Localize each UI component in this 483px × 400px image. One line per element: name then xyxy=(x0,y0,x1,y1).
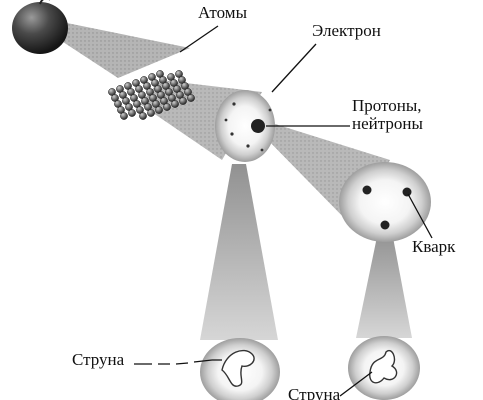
label-nucleons: Протоны, нейтроны xyxy=(352,97,423,133)
lattice-atom xyxy=(171,100,179,108)
nucleons-cloud xyxy=(339,162,431,242)
lattice-atom xyxy=(120,112,128,120)
label-string-right: Струна xyxy=(288,385,341,400)
label-atoms: Атомы xyxy=(198,3,247,22)
string-left-cloud xyxy=(200,338,280,400)
lattice-atom xyxy=(139,112,147,120)
lattice-atom xyxy=(163,103,171,111)
lattice-atom xyxy=(155,106,163,114)
label-nucleons-line2: нейтроны xyxy=(352,113,423,133)
lattice-atom xyxy=(179,97,187,105)
lattice-atom xyxy=(128,109,136,117)
beam-to-right-string xyxy=(356,232,412,338)
apple-icon xyxy=(12,0,68,54)
lattice-atom xyxy=(147,109,155,117)
lattice-atom xyxy=(187,94,195,102)
beam-apple-to-atoms xyxy=(60,22,190,78)
leader-quark xyxy=(407,193,433,239)
string-right-cloud xyxy=(348,336,420,400)
label-quark: Кварк xyxy=(412,237,456,256)
leader-string-left xyxy=(134,359,222,365)
label-string-left: Струна xyxy=(72,350,125,369)
leader-atoms xyxy=(179,25,219,53)
label-nucleons-line1: Протоны, xyxy=(352,96,422,115)
beam-to-left-string xyxy=(200,164,278,340)
atom-lattice xyxy=(108,70,195,120)
leader-electron xyxy=(271,43,317,93)
leader-string-right xyxy=(339,371,373,397)
label-electron: Электрон xyxy=(312,21,381,40)
atom-electron-cloud xyxy=(215,90,275,162)
